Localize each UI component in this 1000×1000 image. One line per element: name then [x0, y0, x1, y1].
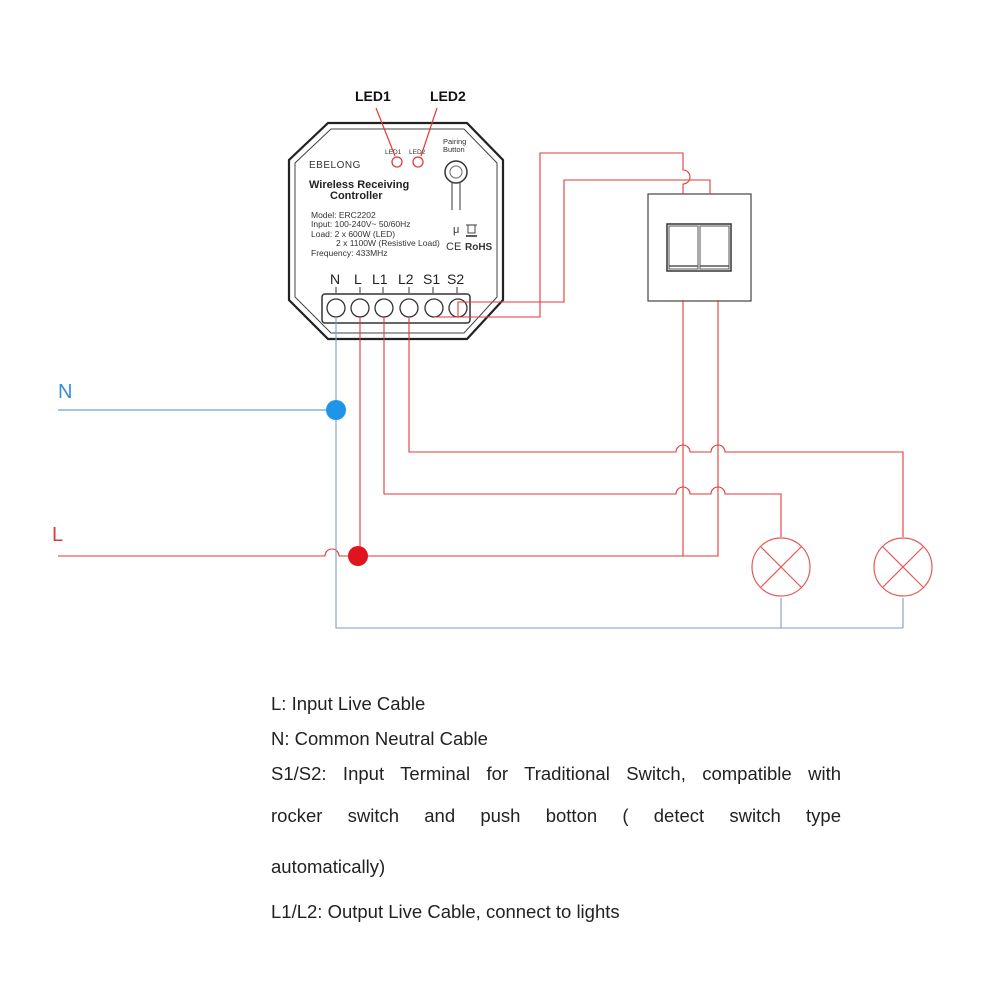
terminal-label-s1: S1: [423, 271, 440, 287]
terminal-label-l: L: [354, 271, 362, 287]
spec-model: Model: ERC2202: [311, 210, 376, 220]
switch-rocker-2[interactable]: [699, 225, 730, 270]
legend-line-neutral: N: Common Neutral Cable: [271, 728, 488, 749]
l2-output-wire: [408, 317, 904, 537]
spec-frequency: Frequency: 433MHz: [311, 248, 388, 258]
receiver-module: EBELONG Wireless Receiving Controller Mo…: [287, 121, 505, 341]
bin-icon: [466, 224, 477, 237]
rohs-mark: RoHS: [465, 242, 493, 253]
legend-line-live: L: Input Live Cable: [271, 693, 426, 714]
ce-mark: CE: [446, 241, 461, 253]
switch-plate: [647, 193, 752, 302]
lamp-2: [873, 537, 933, 597]
legend-line-switch-input: S1/S2: Input Terminal for Traditional Sw…: [271, 763, 841, 784]
terminal-screw-s1: [424, 298, 444, 318]
led2-small-label: LED2: [409, 149, 426, 156]
terminal-screw-l: [350, 298, 370, 318]
neutral-junction-dot: [326, 400, 346, 420]
led1-indicator: [391, 156, 403, 168]
neutral-terminal-drop: [335, 317, 903, 629]
live-junction-dot: [348, 546, 368, 566]
callout-led2-leader: [420, 107, 438, 157]
legend-line-switch-types: rocker switch and push botton ( detect s…: [271, 805, 841, 826]
pairing-label-line2: Button: [443, 145, 465, 154]
terminal-screw-l1: [374, 298, 394, 318]
wiring-diagram: EBELONG Wireless Receiving Controller Mo…: [52, 88, 933, 629]
module-title-line1: Wireless Receiving: [309, 179, 409, 191]
module-inner-rim: [294, 128, 498, 334]
legend-line-auto: automatically): [271, 856, 386, 877]
neutral-input-label: N: [58, 381, 72, 403]
s1-to-switch-wire: [434, 152, 691, 318]
terminal-label-s2: S2: [447, 271, 464, 287]
terminal-screw-n: [326, 298, 346, 318]
pairing-button-inner: [449, 165, 463, 179]
terminal-label-l2: L2: [398, 271, 414, 287]
terminal-screw-l2: [399, 298, 419, 318]
terminal-ticks: [335, 287, 458, 293]
mu-mark: μ: [453, 224, 459, 236]
pairing-label-line1: Pairing: [443, 137, 466, 146]
spec-load-led: Load: 2 x 600W (LED): [311, 229, 395, 239]
spec-input: Input: 100-240V~ 50/60Hz: [311, 219, 410, 229]
live-to-switch-branch: [683, 300, 719, 557]
led2-indicator: [412, 156, 424, 168]
callout-led2: LED2: [430, 88, 466, 104]
lamp-1: [751, 537, 811, 597]
brand-logo: EBELONG: [309, 160, 361, 171]
wall-switch: [647, 193, 752, 302]
module-title-line2: Controller: [330, 190, 383, 202]
l1-output-wire: [383, 317, 782, 537]
neutral-wiring: [58, 317, 904, 629]
callout-led1: LED1: [355, 88, 391, 104]
callout-led1-leader: [375, 107, 396, 157]
live-input-label: L: [52, 524, 63, 546]
spec-load-resistive: 2 x 1100W (Resistive Load): [336, 238, 440, 248]
pairing-button[interactable]: [444, 160, 468, 184]
s2-to-switch-wire: [457, 179, 711, 317]
terminal-label-n: N: [330, 271, 340, 287]
terminal-label-l1: L1: [372, 271, 388, 287]
live-input-line: [58, 548, 360, 557]
legend-line-output: L1/L2: Output Live Cable, connect to lig…: [271, 901, 620, 922]
switch-rocker-1[interactable]: [668, 225, 699, 270]
live-wiring: [58, 152, 904, 557]
